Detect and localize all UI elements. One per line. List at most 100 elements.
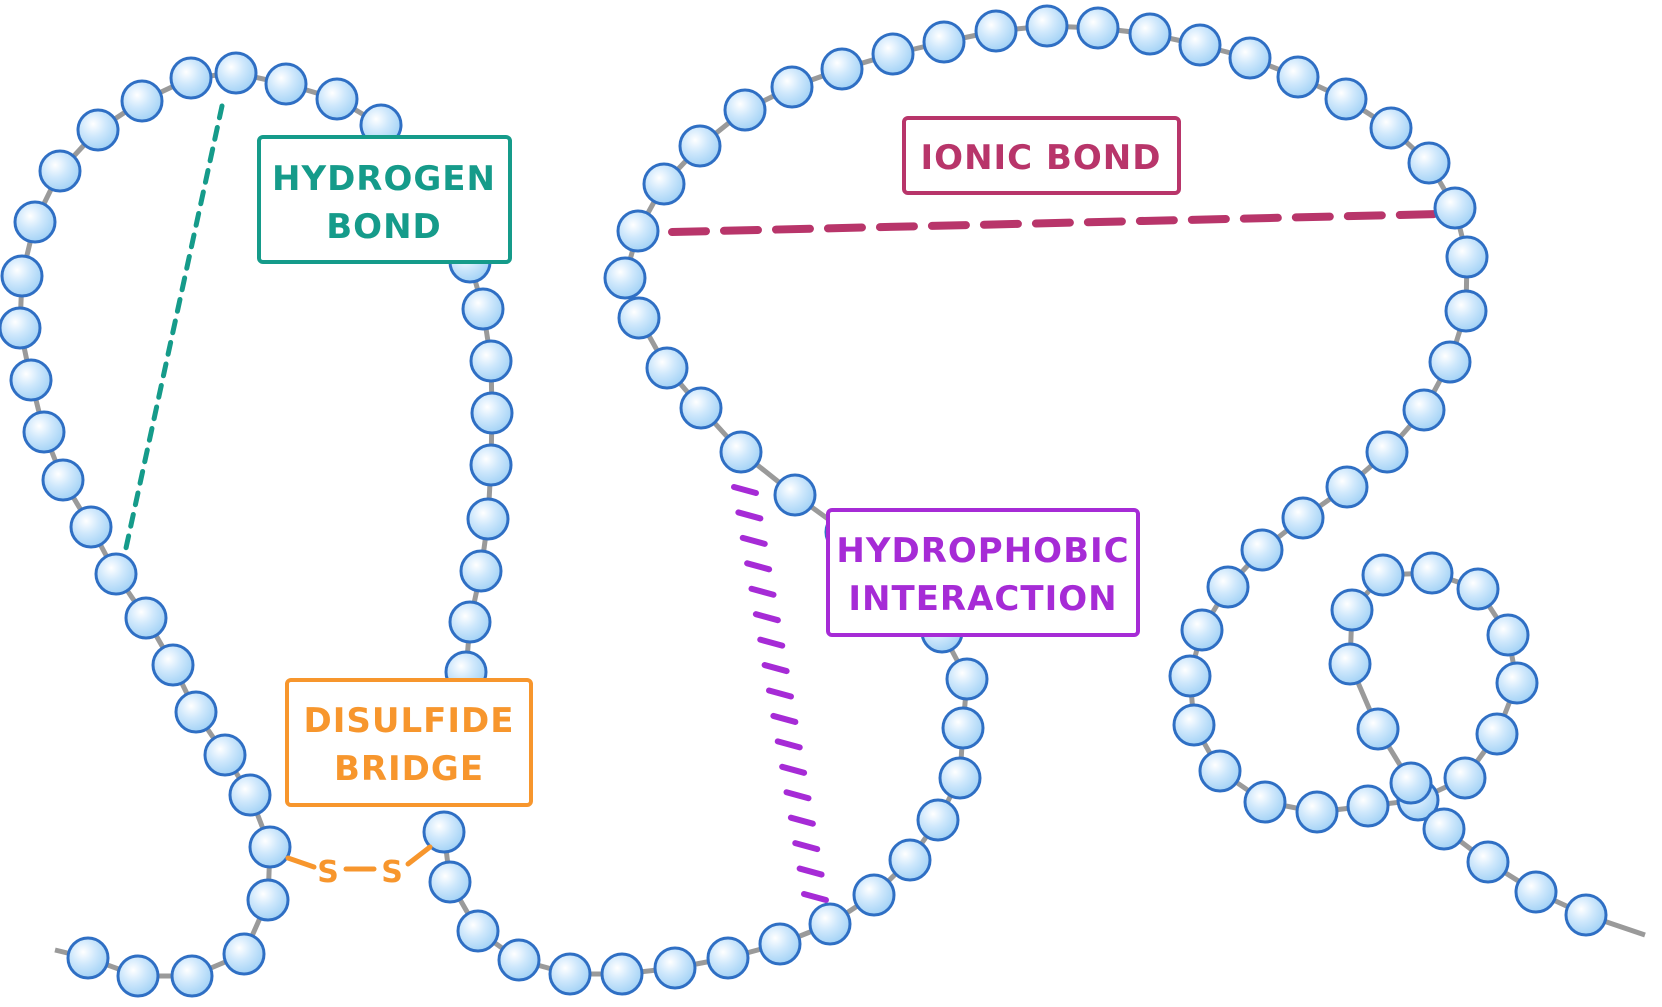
amino-acid-bead bbox=[1295, 790, 1339, 834]
sulfur-atom-1: S bbox=[317, 855, 339, 890]
amino-acid-bead bbox=[214, 51, 258, 95]
hydrophobic-interaction-label: HYDROPHOBIC INTERACTION bbox=[826, 508, 1140, 637]
amino-acid-bead bbox=[1168, 654, 1212, 698]
amino-acid-bead bbox=[706, 936, 750, 980]
amino-acid-bead bbox=[974, 9, 1018, 53]
amino-acid-bead bbox=[1180, 608, 1224, 652]
amino-acid-bead bbox=[0, 306, 42, 350]
amino-acid-bead bbox=[169, 56, 213, 100]
ionic-bond-line bbox=[668, 210, 1444, 236]
amino-acid-bead bbox=[871, 32, 915, 76]
amino-acid-bead bbox=[645, 346, 689, 390]
amino-acid-bead bbox=[124, 596, 168, 640]
amino-acid-bead bbox=[1564, 893, 1608, 937]
disulfide-bridge-link: S S bbox=[285, 844, 433, 890]
hydrogen-bond-label-line2: BOND bbox=[326, 207, 442, 247]
amino-acid-bead bbox=[653, 946, 697, 990]
amino-acid-bead bbox=[76, 108, 120, 152]
amino-acid-bead bbox=[1365, 430, 1409, 474]
amino-acid-bead bbox=[222, 932, 266, 976]
amino-acid-bead bbox=[600, 952, 644, 996]
amino-acid-bead bbox=[203, 733, 247, 777]
hydrophobic-dash bbox=[739, 534, 768, 547]
amino-acid-bead bbox=[1410, 551, 1454, 595]
amino-acid-bead bbox=[1361, 553, 1405, 597]
amino-acid-bead bbox=[758, 922, 802, 966]
amino-acid-bead bbox=[1402, 388, 1446, 432]
amino-acid-bead bbox=[120, 79, 164, 123]
amino-acid-bead bbox=[1198, 749, 1242, 793]
amino-acid-bead bbox=[422, 810, 466, 854]
amino-acid-bead bbox=[1324, 77, 1368, 121]
hydrophobic-dash bbox=[801, 891, 829, 903]
hydrophobic-dash bbox=[761, 662, 790, 675]
amino-acid-bead bbox=[548, 952, 592, 996]
amino-acid-bead bbox=[1486, 613, 1530, 657]
amino-acid-bead bbox=[770, 65, 814, 109]
hydrophobic-dash bbox=[770, 712, 799, 725]
hydrophobic-dash bbox=[752, 611, 781, 624]
amino-acid-bead bbox=[448, 600, 492, 644]
amino-acid-bead bbox=[1407, 141, 1451, 185]
amino-acid-bead bbox=[461, 287, 505, 331]
amino-acid-bead bbox=[1495, 661, 1539, 705]
amino-acid-bead bbox=[1240, 528, 1284, 572]
amino-acid-bead bbox=[469, 339, 513, 383]
amino-acid-bead bbox=[773, 473, 817, 517]
amino-acid-bead bbox=[1369, 106, 1413, 150]
amino-acid-bead bbox=[228, 773, 272, 817]
amino-acid-bead bbox=[1228, 36, 1272, 80]
hydrogen-bond-label: HYDROGEN BOND bbox=[257, 135, 512, 264]
amino-acid-bead bbox=[470, 391, 514, 435]
amino-acid-bead bbox=[248, 825, 292, 869]
hydrophobic-label-line1: HYDROPHOBIC bbox=[836, 531, 1129, 571]
amino-acid-bead bbox=[808, 902, 852, 946]
amino-acid-bead bbox=[9, 358, 53, 402]
amino-acid-bead bbox=[820, 47, 864, 91]
amino-acid-bead bbox=[174, 690, 218, 734]
amino-acid-bead bbox=[94, 552, 138, 596]
hydrophobic-dash bbox=[774, 738, 803, 751]
amino-acid-bead bbox=[41, 458, 85, 502]
disulfide-bridge-label: DISULFIDE BRIDGE bbox=[285, 678, 533, 807]
amino-acid-bead bbox=[922, 20, 966, 64]
amino-acid-bead bbox=[617, 296, 661, 340]
hydrophobic-label-line2: INTERACTION bbox=[848, 579, 1117, 619]
amino-acid-bead bbox=[1025, 4, 1069, 48]
amino-acid-bead bbox=[941, 706, 985, 750]
amino-acid-bead bbox=[642, 162, 686, 206]
amino-acid-bead bbox=[679, 386, 723, 430]
amino-acid-bead bbox=[616, 209, 660, 253]
amino-acid-bead bbox=[1330, 588, 1374, 632]
amino-acid-bead bbox=[428, 860, 472, 904]
amino-acid-bead bbox=[497, 938, 541, 982]
amino-acid-bead bbox=[1356, 707, 1400, 751]
amino-acid-bead bbox=[1389, 761, 1433, 805]
amino-acid-bead bbox=[1076, 6, 1120, 50]
disulfide-label-line2: BRIDGE bbox=[334, 749, 484, 789]
disulfide-label-line1: DISULFIDE bbox=[304, 701, 515, 741]
amino-acid-bead bbox=[1276, 55, 1320, 99]
hydrophobic-dash bbox=[757, 636, 786, 649]
hydrogen-bond-label-line1: HYDROGEN bbox=[272, 159, 496, 199]
backbone-segment bbox=[17, 70, 495, 979]
amino-acid-bead bbox=[1178, 23, 1222, 67]
hydrophobic-dash bbox=[744, 560, 773, 573]
amino-acid-bead bbox=[1422, 807, 1466, 851]
hydrophobic-dash bbox=[783, 789, 812, 802]
amino-acid-bead bbox=[466, 497, 510, 541]
amino-acid-bead bbox=[723, 88, 767, 132]
hydrogen-bond-line bbox=[123, 103, 225, 551]
hydrophobic-dash bbox=[787, 814, 816, 827]
hydrophobic-interaction-line bbox=[731, 484, 829, 903]
amino-acid-bead bbox=[1172, 703, 1216, 747]
amino-acid-bead bbox=[22, 410, 66, 454]
hydrophobic-dash bbox=[779, 763, 808, 776]
amino-acid-bead bbox=[1456, 567, 1500, 611]
amino-acid-bead bbox=[170, 954, 214, 998]
amino-acid-bead bbox=[13, 200, 57, 244]
ionic-bond-label-text: IONIC BOND bbox=[921, 138, 1162, 178]
amino-acid-bead bbox=[719, 430, 763, 474]
amino-acid-bead bbox=[315, 77, 359, 121]
amino-acid-bead bbox=[1428, 340, 1472, 384]
